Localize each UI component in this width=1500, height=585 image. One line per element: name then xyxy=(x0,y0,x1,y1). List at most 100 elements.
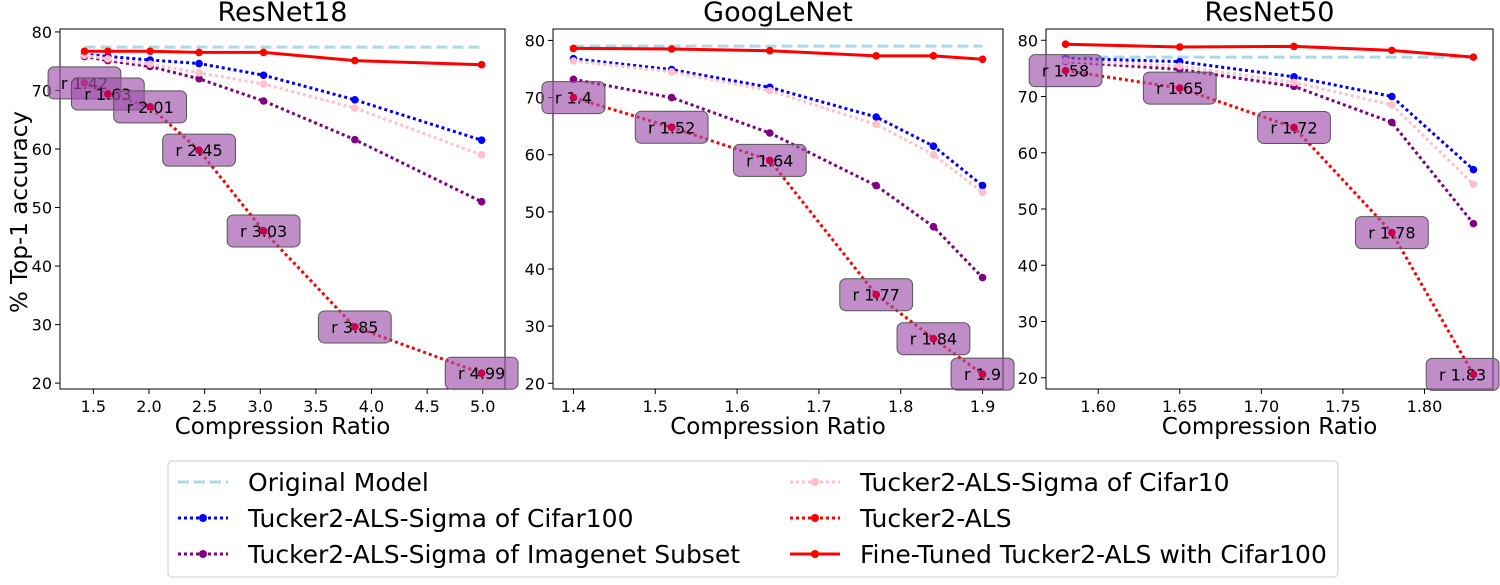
y-tick-label: 40 xyxy=(525,260,545,279)
x-tick-label: 1.65 xyxy=(1162,397,1198,416)
y-tick-label: 70 xyxy=(32,81,52,100)
x-tick-label: 5.0 xyxy=(470,397,495,416)
series-point xyxy=(104,55,112,63)
series-point xyxy=(766,46,774,55)
y-tick-label: 30 xyxy=(1018,313,1038,332)
y-tick-label: 50 xyxy=(32,199,52,218)
legend-label: Tucker2-ALS-Sigma of Imagenet Subset xyxy=(247,540,740,569)
series-point xyxy=(766,129,774,137)
x-axis-label: Compression Ratio xyxy=(670,414,886,440)
annotated-point xyxy=(1175,84,1184,92)
x-tick-label: 1.8 xyxy=(888,397,913,416)
series-point xyxy=(978,188,987,197)
y-tick-label: 20 xyxy=(1018,369,1038,388)
series-point xyxy=(929,222,938,231)
series-point xyxy=(1290,78,1298,87)
y-tick-label: 60 xyxy=(525,146,545,165)
x-tick-label: 1.6 xyxy=(724,397,749,416)
series-point xyxy=(146,47,154,56)
plot-frame xyxy=(552,28,1004,390)
series-point xyxy=(667,93,676,102)
series-line-3 xyxy=(573,77,984,279)
legend-marker xyxy=(811,478,819,486)
legend-marker xyxy=(811,550,819,558)
annotation-label: r 1.83 xyxy=(1439,365,1486,384)
legend-marker xyxy=(811,514,819,522)
series-point xyxy=(978,273,987,282)
series-point xyxy=(1290,73,1298,81)
x-axis-label: Compression Ratio xyxy=(175,414,391,440)
series-point xyxy=(259,48,268,57)
y-tick-label: 60 xyxy=(1018,144,1038,163)
y-tick-label: 70 xyxy=(525,89,545,108)
y-tick-label: 30 xyxy=(32,316,52,335)
series-point xyxy=(259,80,268,88)
chart-title: GoogLeNet xyxy=(703,0,853,28)
annotated-point xyxy=(872,290,880,299)
annotated-point xyxy=(1388,228,1396,237)
annotated-point xyxy=(667,123,676,132)
annotated-point xyxy=(259,227,268,235)
series-point xyxy=(1469,53,1478,61)
legend-label: Original Model xyxy=(248,468,429,497)
chart-panel-2: GoogLeNet 1.4 1.5 1.6 1.7 1.8 1.9 20 30 40 50 60 70 8… xyxy=(525,0,1015,440)
annotated-point xyxy=(569,93,578,102)
series-point xyxy=(766,86,774,95)
y-tick-label: 40 xyxy=(1018,256,1038,275)
series-point xyxy=(1388,118,1396,127)
series-point xyxy=(667,45,676,53)
y-tick-label: 30 xyxy=(525,317,545,336)
series-point xyxy=(667,68,676,76)
series-point xyxy=(477,60,486,69)
annotated-point xyxy=(146,103,154,111)
x-tick-label: 1.9 xyxy=(970,397,995,416)
series-point xyxy=(477,197,486,206)
annotated-point xyxy=(1290,123,1298,132)
series-point xyxy=(80,47,89,56)
y-tick-label: 20 xyxy=(32,374,52,393)
series-point xyxy=(872,52,880,60)
series-point xyxy=(1175,43,1184,51)
series-point xyxy=(195,48,203,57)
series-point xyxy=(978,181,987,190)
series-point xyxy=(569,44,578,53)
x-tick-label: 1.7 xyxy=(806,397,831,416)
annotated-point xyxy=(104,90,112,98)
chart-title: ResNet18 xyxy=(218,0,348,28)
x-tick-label: 1.75 xyxy=(1325,397,1361,416)
x-tick-label: 3.5 xyxy=(303,397,328,416)
x-tick-label: 1.60 xyxy=(1080,397,1116,416)
y-tick-label: 50 xyxy=(525,203,545,222)
series-point xyxy=(259,97,268,105)
series-point xyxy=(351,104,359,112)
series-point xyxy=(1469,180,1478,189)
y-tick-label: 80 xyxy=(32,23,52,42)
x-tick-label: 1.5 xyxy=(81,397,106,416)
x-tick-label: 2.5 xyxy=(192,397,217,416)
legend-marker xyxy=(199,514,207,522)
series-point xyxy=(872,181,880,190)
annotated-point xyxy=(1061,66,1070,75)
x-tick-label: 4.5 xyxy=(414,397,439,416)
series-point xyxy=(259,71,268,80)
series-line-6 xyxy=(573,46,983,61)
y-tick-label: 80 xyxy=(525,31,545,50)
y-tick-label: 20 xyxy=(525,374,545,393)
series-point xyxy=(1388,101,1396,109)
series-point xyxy=(929,52,938,60)
annotation-box xyxy=(1425,357,1500,391)
x-tick-label: 1.4 xyxy=(561,397,586,416)
annotated-point xyxy=(1469,370,1478,379)
legend-label: Tucker2-ALS-Sigma of Cifar100 xyxy=(247,504,633,533)
legend-marker xyxy=(199,550,207,558)
series-point xyxy=(351,96,359,104)
y-tick-label: 40 xyxy=(32,257,52,276)
series-point xyxy=(195,59,203,68)
legend-frame xyxy=(167,460,1339,578)
x-tick-label: 1.5 xyxy=(643,397,668,416)
series-point xyxy=(569,57,578,65)
